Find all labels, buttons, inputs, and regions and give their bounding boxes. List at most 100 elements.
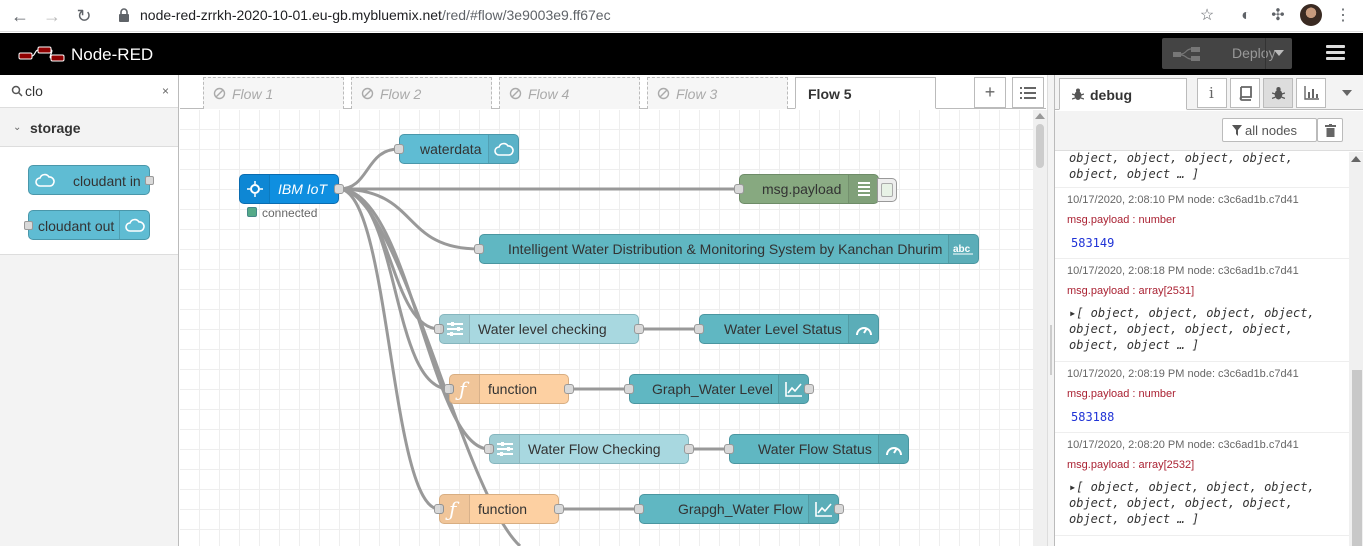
text-title-node[interactable]: Intelligent Water Distribution & Monitor…	[474, 234, 979, 264]
filter-label: all nodes	[1245, 123, 1298, 138]
palette-search-input[interactable]	[25, 83, 155, 99]
debug-node[interactable]: msg.payload	[734, 174, 879, 204]
sidebar-resize-handle[interactable]	[1047, 75, 1055, 546]
avatar[interactable]	[1300, 4, 1322, 26]
disabled-icon	[361, 87, 374, 100]
gauge-icon	[856, 327, 872, 336]
iot-chip-icon	[247, 181, 263, 197]
debug-message-meta: 10/17/2020, 2:08:19 PM node: c3c6ad1b.c7…	[1067, 368, 1299, 380]
forward-icon[interactable]: →	[43, 6, 61, 26]
list-icon	[1020, 87, 1036, 99]
debug-message[interactable]: 10/17/2020, 2:08:20 PM node: c3c6ad1b.c7…	[1055, 433, 1349, 536]
gauge-water-flow-node[interactable]: Water Flow Status	[724, 434, 909, 464]
clear-search-icon[interactable]: ×	[162, 84, 170, 98]
workspace-scrollbar[interactable]	[1033, 110, 1047, 546]
input-port[interactable]	[394, 144, 404, 154]
output-port[interactable]	[684, 444, 694, 454]
node-icon-box: abc	[948, 235, 978, 263]
deploy-menu-caret-icon[interactable]	[1274, 50, 1284, 56]
debug-message-list: object, object, object, object, object, …	[1055, 152, 1349, 546]
filter-nodes-button[interactable]: all nodes	[1222, 118, 1317, 142]
ibm-iot-node[interactable]: IBM IoT	[239, 174, 344, 204]
debug-message-body[interactable]: ▸[ object, object, object, object, objec…	[1069, 480, 1315, 526]
clear-messages-button[interactable]	[1317, 118, 1343, 142]
input-port[interactable]	[634, 504, 644, 514]
function-node[interactable]: ƒ function	[444, 374, 574, 404]
text-abc-icon: abc	[953, 244, 973, 255]
palette-node-label: cloudant in	[73, 173, 141, 189]
tab-flow-4[interactable]: Flow 4	[499, 77, 640, 109]
debug-message[interactable]: 10/17/2020, 2:08:10 PM node: c3c6ad1b.c7…	[1055, 188, 1349, 259]
input-port[interactable]	[474, 244, 484, 254]
debug-message[interactable]: 10/17/2020, 2:08:18 PM node: c3c6ad1b.c7…	[1055, 259, 1349, 362]
scrollbar-thumb[interactable]	[1352, 370, 1362, 546]
scrollbar-thumb[interactable]	[1036, 124, 1044, 168]
address-bar[interactable]: node-red-zrrkh-2020-10-01.eu-gb.mybluemi…	[140, 7, 611, 23]
palette-category-storage[interactable]: ⌄ storage	[0, 109, 178, 147]
tab-debug[interactable]: debug	[1059, 78, 1187, 110]
debug-message[interactable]: object, object, object, object, object, …	[1055, 152, 1349, 188]
tab-flow-3[interactable]: Flow 3	[647, 77, 788, 109]
tab-flow-5[interactable]: Flow 5	[795, 77, 936, 109]
list-flows-button[interactable]	[1012, 77, 1044, 108]
input-port[interactable]	[724, 444, 734, 454]
node-icon-box	[240, 175, 270, 203]
output-port[interactable]	[334, 184, 344, 194]
input-port[interactable]	[444, 384, 454, 394]
cloud-icon	[125, 218, 145, 232]
more-icon[interactable]: ⋮	[1335, 7, 1351, 24]
chart-water-level-node[interactable]: Graph_Water Level	[624, 374, 814, 404]
flow-workspace[interactable]: IBM IoT connected waterdata msg.payload …	[180, 110, 1033, 546]
tab-flow-1[interactable]: Flow 1	[203, 77, 344, 109]
star-icon[interactable]: ☆	[1199, 7, 1215, 24]
tab-label: Flow 2	[380, 86, 422, 102]
cloud-icon	[494, 142, 514, 156]
bug-icon	[1072, 88, 1084, 100]
debug-message-topic: msg.payload : array[2531]	[1067, 285, 1195, 297]
input-port[interactable]	[734, 184, 744, 194]
reload-icon[interactable]: ↻	[76, 6, 92, 26]
line-chart-icon	[785, 382, 802, 397]
gauge-water-level-node[interactable]: Water Level Status	[694, 314, 879, 344]
add-flow-button[interactable]: +	[974, 77, 1006, 108]
sliders-icon	[497, 442, 513, 456]
puzzle-icon[interactable]: ✣	[1271, 7, 1285, 24]
palette-node-cloudant-out[interactable]: cloudant out	[24, 210, 150, 240]
function-node[interactable]: ƒ function	[434, 494, 564, 524]
sidebar-more-caret-icon[interactable]	[1342, 90, 1352, 96]
output-port[interactable]	[564, 384, 574, 394]
hamburger-menu-icon[interactable]	[1326, 45, 1345, 61]
debug-toggle-button[interactable]	[877, 178, 897, 202]
dashboard-tab-button[interactable]	[1296, 78, 1326, 108]
info-tab-button[interactable]: i	[1197, 78, 1227, 108]
debug-message[interactable]: 10/17/2020, 2:08:19 PM node: c3c6ad1b.c7…	[1055, 362, 1349, 433]
back-icon[interactable]: ←	[11, 6, 29, 26]
input-port[interactable]	[434, 504, 444, 514]
input-port[interactable]	[624, 384, 634, 394]
input-port[interactable]	[484, 444, 494, 454]
output-port[interactable]	[554, 504, 564, 514]
waterdata-node[interactable]: waterdata	[394, 134, 519, 164]
node-icon-box	[878, 435, 908, 463]
palette-node-cloudant-in[interactable]: cloudant in	[28, 165, 154, 195]
chart-water-flow-node[interactable]: Grapgh_Water Flow	[634, 494, 844, 524]
debug-tab-button[interactable]	[1263, 78, 1293, 108]
output-port[interactable]	[634, 324, 644, 334]
output-port[interactable]	[804, 384, 814, 394]
help-tab-button[interactable]	[1230, 78, 1260, 108]
scroll-up-icon[interactable]	[1035, 113, 1045, 119]
output-port[interactable]	[834, 504, 844, 514]
switch-water-level-node[interactable]: Water level checking	[434, 314, 644, 344]
node-icon-box	[440, 315, 470, 343]
tab-flow-2[interactable]: Flow 2	[351, 77, 492, 109]
debug-message-topic: msg.payload : number	[1067, 388, 1176, 400]
extension-icon[interactable]: ◐	[1241, 7, 1251, 24]
deploy-button[interactable]: Deploy	[1162, 38, 1292, 69]
sliders-icon	[447, 322, 463, 336]
scroll-up-icon[interactable]	[1351, 156, 1361, 162]
switch-water-flow-node[interactable]: Water Flow Checking	[484, 434, 694, 464]
debug-scrollbar[interactable]	[1349, 152, 1363, 546]
input-port[interactable]	[694, 324, 704, 334]
debug-message-body[interactable]: ▸[ object, object, object, object, objec…	[1069, 306, 1315, 352]
input-port[interactable]	[434, 324, 444, 334]
